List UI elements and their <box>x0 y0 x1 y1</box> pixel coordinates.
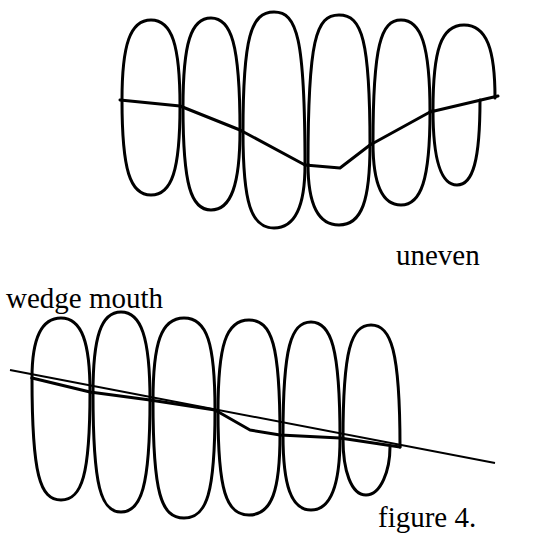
figure-caption: figure 4. <box>378 502 476 534</box>
slope-line <box>10 370 495 463</box>
figure-label: wedge mouth <box>6 283 163 315</box>
figure-label: uneven <box>396 240 480 272</box>
